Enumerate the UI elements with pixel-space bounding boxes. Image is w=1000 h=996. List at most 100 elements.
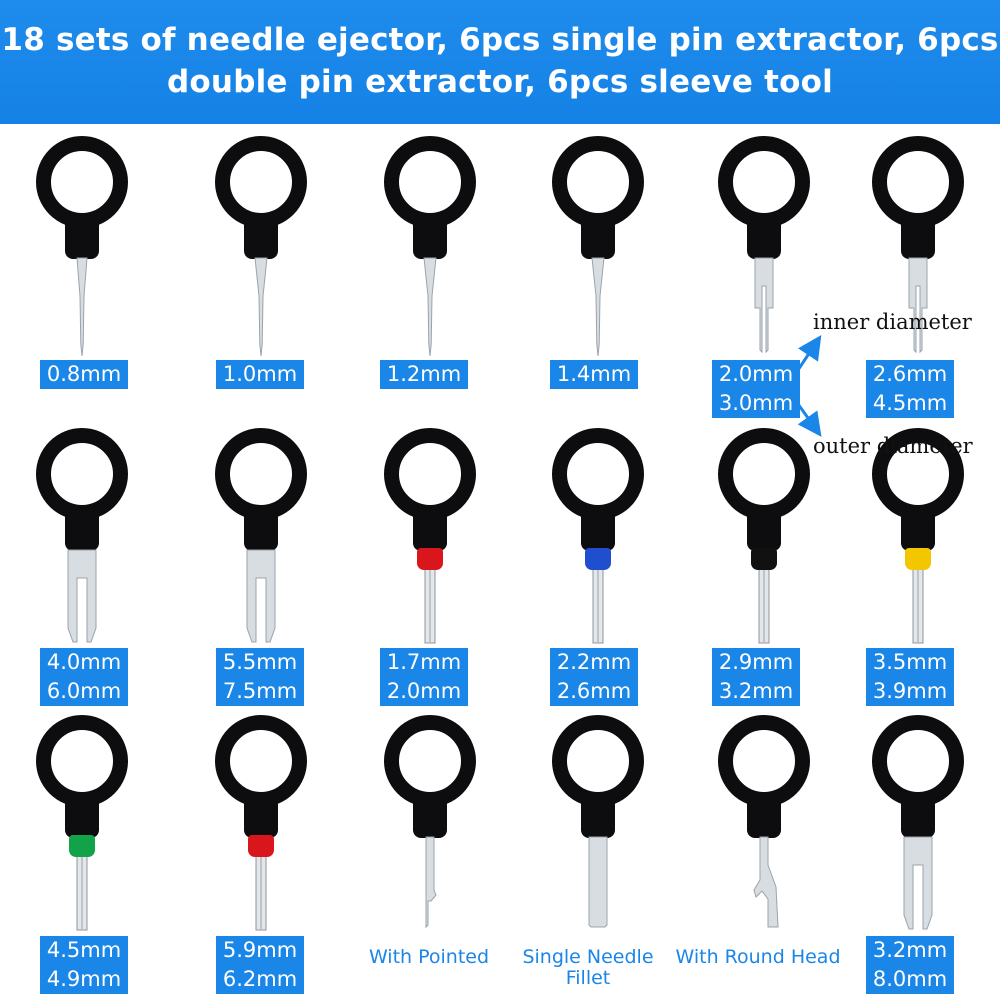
handle-neck [747, 216, 781, 259]
tool-tip-icon [591, 257, 605, 357]
size-value: 3.2mm [872, 938, 948, 962]
size-value: 1.7mm [386, 650, 462, 674]
tool-tip-icon [754, 257, 774, 354]
handle-neck [747, 508, 781, 551]
size-value: 2.6mm [872, 362, 948, 386]
tool-11-sleeve [718, 428, 810, 658]
size-label: 3.2mm 8.0mm [866, 936, 954, 994]
sleeve-black [751, 548, 777, 570]
size-value: 4.5mm [46, 938, 122, 962]
sleeve-yellow [905, 548, 931, 570]
tool-4-needle [552, 136, 644, 366]
handle-neck [413, 795, 447, 838]
handle-neck [901, 216, 935, 259]
tool-tip-icon [758, 567, 770, 644]
sleeve-green [69, 835, 95, 857]
tool-10-sleeve [552, 428, 644, 658]
tool-tip-icon [912, 567, 924, 644]
size-label: 5.5mm 7.5mm [216, 648, 304, 706]
handle-neck [244, 508, 278, 551]
size-label: 4.0mm 6.0mm [40, 648, 128, 706]
tool-8-wide-fork [215, 428, 307, 658]
handle-neck [65, 508, 99, 551]
handle-neck [901, 795, 935, 838]
size-value: 4.9mm [46, 967, 122, 991]
size-label: 1.4mm [550, 360, 638, 389]
tool-tip-icon [246, 549, 276, 643]
tool-17-hook [718, 715, 810, 945]
banner-title-line-2: double pin extractor, 6pcs sleeve tool [167, 64, 833, 100]
handle-neck [413, 508, 447, 551]
tool-tip-icon [76, 854, 88, 931]
outer-diameter-annotation: outer diameter [813, 434, 973, 458]
tool-18-wide-fork [872, 715, 964, 945]
size-value: 2.0mm [718, 362, 794, 386]
handle-neck [244, 795, 278, 838]
tool-tip-icon [254, 257, 268, 357]
caption-line: Single Needle [522, 946, 654, 968]
tool-7-wide-fork [36, 428, 128, 658]
tool-tip-icon [908, 257, 928, 354]
size-value: 5.9mm [222, 938, 298, 962]
size-value: 8.0mm [872, 967, 948, 991]
size-label: 5.9mm 6.2mm [216, 936, 304, 994]
size-label: 0.8mm [40, 360, 128, 389]
tool-caption: With Round Head [663, 947, 853, 968]
handle-neck [413, 216, 447, 259]
size-value: 1.4mm [556, 362, 632, 386]
tool-tip-icon [255, 854, 267, 931]
size-value: 3.9mm [872, 679, 948, 703]
size-value: 7.5mm [222, 679, 298, 703]
tool-13-sleeve [36, 715, 128, 945]
size-value: 1.0mm [222, 362, 298, 386]
size-value: 0.8mm [46, 362, 122, 386]
tool-9-sleeve [384, 428, 476, 658]
tool-tip-icon [753, 836, 779, 928]
caption-line: With Pointed [368, 946, 490, 968]
banner-title-line-1: 18 sets of needle ejector, 6pcs single p… [1, 22, 999, 58]
handle-neck [901, 508, 935, 551]
size-value: 2.2mm [556, 650, 632, 674]
tool-16-flat [552, 715, 644, 945]
size-label: 1.0mm [216, 360, 304, 389]
size-label: 4.5mm 4.9mm [40, 936, 128, 994]
size-label: 2.6mm 4.5mm [866, 360, 954, 418]
handle-ring-icon [36, 428, 128, 520]
tool-tip-icon [424, 567, 436, 644]
tool-14-sleeve [215, 715, 307, 945]
handle-neck [65, 216, 99, 259]
handle-neck [581, 508, 615, 551]
handle-neck [747, 795, 781, 838]
size-value: 6.2mm [222, 967, 298, 991]
size-value: 3.5mm [872, 650, 948, 674]
handle-neck [65, 795, 99, 838]
tool-12-sleeve [872, 428, 964, 658]
size-value: 3.0mm [718, 391, 794, 415]
size-value: 2.6mm [556, 679, 632, 703]
sleeve-red [248, 835, 274, 857]
sleeve-blue [585, 548, 611, 570]
size-value: 5.5mm [222, 650, 298, 674]
size-value: 4.5mm [872, 391, 948, 415]
tool-caption: With Pointed [334, 947, 524, 968]
tool-1-needle [36, 136, 128, 366]
tool-tip-icon [588, 836, 608, 928]
size-value: 2.9mm [718, 650, 794, 674]
tool-3-needle [384, 136, 476, 366]
size-value: 1.2mm [386, 362, 462, 386]
caption-line: Fillet [565, 967, 611, 989]
size-label: 1.2mm [380, 360, 468, 389]
tool-5-fork [718, 136, 810, 366]
size-value: 6.0mm [46, 679, 122, 703]
handle-neck [581, 795, 615, 838]
size-value: 4.0mm [46, 650, 122, 674]
tool-tip-icon [76, 257, 88, 357]
tool-tip-icon [903, 836, 933, 930]
handle-neck [581, 216, 615, 259]
sleeve-red [417, 548, 443, 570]
size-value: 2.0mm [386, 679, 462, 703]
size-label: 2.2mm 2.6mm [550, 648, 638, 706]
tool-tip-icon [425, 836, 437, 929]
